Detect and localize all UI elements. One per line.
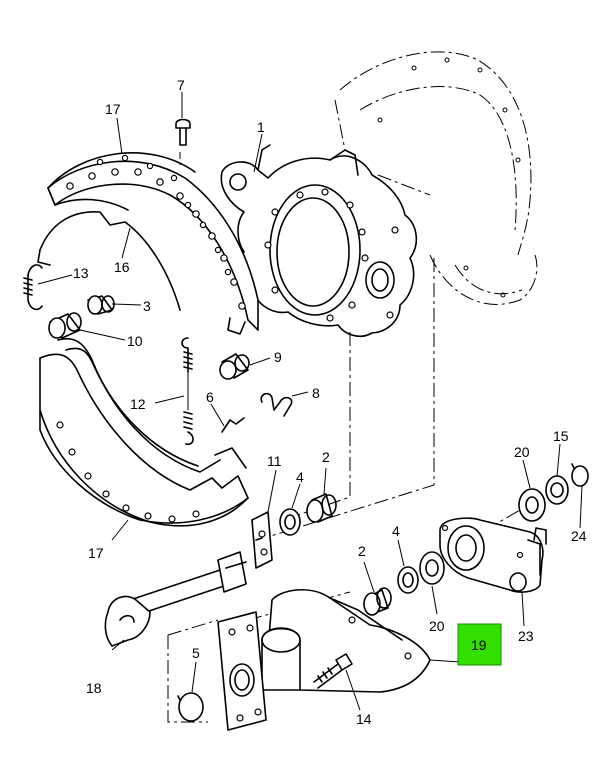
callout-7: 7 — [177, 77, 185, 93]
bracket-11 — [251, 511, 273, 569]
chamber-bracket — [217, 588, 431, 731]
callout-5: 5 — [192, 645, 200, 661]
lower-brake-shoe — [39, 338, 249, 527]
washer-20-upper — [518, 488, 546, 522]
callout-12: 12 — [130, 396, 146, 412]
callout-16: 16 — [114, 259, 130, 275]
bolt-14 — [313, 653, 353, 689]
bushing-2-right — [363, 587, 392, 616]
callout-8: 8 — [312, 385, 320, 401]
slack-adjuster — [439, 517, 547, 593]
callout-10: 10 — [127, 333, 143, 349]
callout-2-upper: 2 — [322, 449, 330, 465]
callout-6: 6 — [206, 389, 214, 405]
roller-10 — [48, 312, 82, 339]
callout-9: 9 — [274, 349, 282, 365]
callout-17-upper: 17 — [105, 101, 121, 117]
callout-3: 3 — [143, 298, 151, 314]
callout-13: 13 — [73, 265, 89, 281]
callout-11: 11 — [267, 453, 282, 469]
bushing-3 — [87, 295, 115, 315]
callout-14: 14 — [356, 711, 372, 727]
clip-6 — [221, 417, 245, 433]
callout-23: 23 — [518, 628, 534, 644]
clip-8 — [260, 392, 293, 417]
callout-2-lower: 2 — [358, 543, 366, 559]
bushing-2-left — [306, 493, 337, 523]
anchor-pin — [175, 118, 191, 146]
callout-20-upper: 20 — [514, 444, 530, 460]
seal-4-right — [397, 566, 419, 594]
leader-lines — [37, 92, 583, 711]
roller-9 — [219, 353, 250, 380]
snap-ring-5 — [177, 692, 204, 722]
spring-12 — [181, 337, 194, 446]
callout-18: 18 — [86, 680, 102, 696]
callout-4-upper: 4 — [296, 469, 304, 485]
dust-shield — [334, 51, 538, 305]
callout-15: 15 — [553, 428, 569, 444]
brake-spider — [220, 144, 418, 337]
callout-19: 19 — [471, 637, 487, 653]
callout-4-lower: 4 — [392, 523, 400, 539]
callout-labels: 1 2 2 3 4 4 5 6 7 8 9 10 11 12 13 14 15 … — [73, 77, 587, 727]
highlight-callout-19[interactable]: 19 — [457, 623, 502, 666]
washer-20-lower — [419, 551, 445, 585]
upper-brake-shoe — [37, 152, 259, 335]
camshaft — [104, 551, 247, 647]
callout-24: 24 — [571, 528, 587, 544]
seal-4-left — [279, 508, 301, 536]
callout-20-lower: 20 — [429, 618, 445, 634]
callout-1: 1 — [257, 119, 265, 135]
snap-ring-24 — [571, 463, 589, 487]
return-spring-13 — [23, 264, 43, 311]
washer-15 — [545, 475, 569, 505]
callout-17-lower: 17 — [88, 545, 104, 561]
